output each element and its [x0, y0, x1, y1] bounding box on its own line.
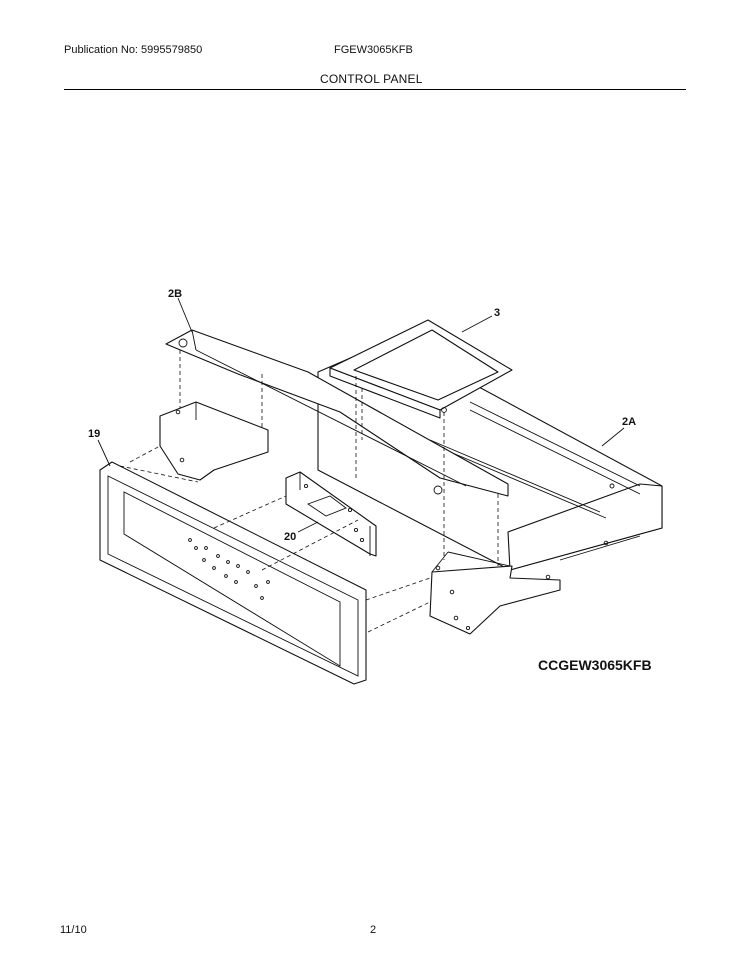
callout-19: 19 — [88, 428, 100, 440]
callout-3: 3 — [494, 307, 500, 319]
publication-number: Publication No: 5995579850 — [64, 44, 203, 56]
callout-2a: 2A — [622, 416, 636, 428]
part-2a-right-bracket — [429, 551, 561, 635]
part-3-cover-plate — [329, 319, 513, 419]
callout-20: 20 — [284, 531, 296, 543]
header-rule — [64, 89, 686, 90]
assembly-dashed-lines — [119, 350, 499, 633]
figure-code: CCGEW3065KFB — [538, 657, 652, 673]
footer-date: 11/10 — [60, 924, 87, 936]
model-number: FGEW3065KFB — [334, 44, 413, 56]
touchpad-keys — [188, 538, 270, 600]
part-2b-left-bracket — [159, 401, 269, 481]
leader-lines — [97, 297, 625, 533]
page-number: 2 — [370, 924, 377, 936]
part-20-control-board — [285, 471, 377, 557]
part-2b-top-shield — [165, 329, 509, 497]
callout-2b: 2B — [168, 288, 182, 300]
part-19-console-frame — [99, 461, 367, 685]
section-title: CONTROL PANEL — [320, 72, 423, 86]
